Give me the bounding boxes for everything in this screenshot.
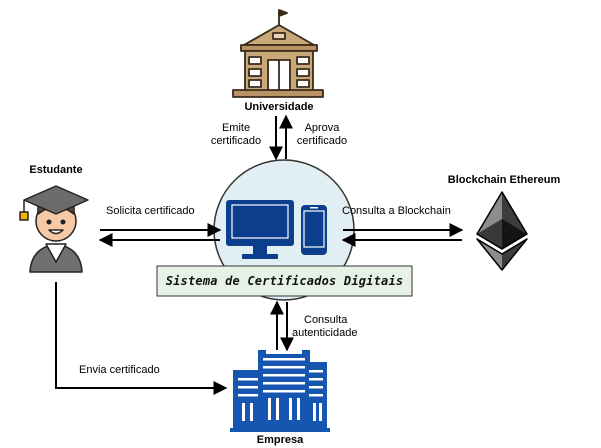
edge-label-emite-line2: certificado (210, 135, 262, 147)
edge-label-consulta-line2: autenticidade (292, 327, 358, 339)
node-label-estudante: Estudante (29, 164, 83, 176)
node-label-universidade: Universidade (244, 101, 314, 113)
university-building-icon (232, 9, 324, 98)
edge-label-aprova: Aprova certificado (289, 122, 355, 148)
edge-label-consulta-autenticidade: Consulta autenticidade (292, 314, 357, 340)
graduate-student-icon (19, 185, 89, 273)
ethereum-logo-icon (476, 191, 528, 271)
smartphone-icon (301, 205, 327, 255)
node-label-empresa: Empresa (256, 434, 304, 446)
edge-label-consulta-blockchain: Consulta a Blockchain (342, 205, 451, 217)
system-label-box (156, 265, 413, 297)
edge-label-aprova-line1: Aprova (304, 122, 340, 134)
arrow-envia-certificado (55, 282, 228, 395)
edge-label-emite: Emite certificado (205, 122, 267, 148)
office-building-icon (230, 350, 330, 432)
edge-label-aprova-line2: certificado (296, 135, 348, 147)
node-label-blockchain: Blockchain Ethereum (447, 174, 561, 186)
edge-label-envia: Envia certificado (79, 364, 160, 376)
edge-label-solicita: Solicita certificado (106, 205, 195, 217)
edge-label-consulta-line1: Consulta (304, 314, 348, 326)
computer-monitor-icon (226, 200, 294, 259)
system-label: Sistema de Certificados Digitais (165, 274, 404, 288)
edge-label-emite-line1: Emite (221, 122, 251, 134)
